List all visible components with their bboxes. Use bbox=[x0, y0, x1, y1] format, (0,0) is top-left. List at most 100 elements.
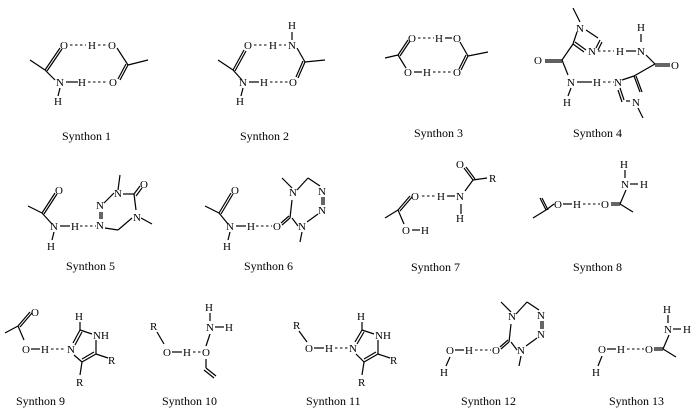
synthon-11-label: Synthon 11 bbox=[306, 394, 361, 408]
svg-text:O: O bbox=[554, 199, 562, 211]
svg-text:H: H bbox=[421, 225, 429, 237]
synthon-8-structure: O H O N H H bbox=[532, 159, 648, 219]
svg-text:H: H bbox=[593, 77, 601, 89]
svg-text:O: O bbox=[22, 344, 30, 356]
svg-text:O: O bbox=[273, 221, 281, 233]
svg-text:O: O bbox=[108, 40, 116, 52]
synthon-4-structure: N N O N H H H N H O N bbox=[534, 7, 679, 119]
synthon-9-structure: O O H N H NH R R bbox=[4, 307, 116, 389]
synthon-4-label: Synthon 4 bbox=[573, 126, 622, 140]
svg-text:R: R bbox=[150, 321, 158, 333]
synthon-7-label: Synthon 7 bbox=[411, 260, 460, 274]
svg-text:O: O bbox=[402, 225, 410, 237]
svg-text:H: H bbox=[183, 347, 191, 359]
svg-text:N: N bbox=[298, 221, 306, 233]
svg-text:H: H bbox=[563, 97, 571, 109]
svg-text:N: N bbox=[349, 343, 357, 355]
svg-text:H: H bbox=[88, 40, 96, 52]
svg-text:N: N bbox=[318, 205, 326, 217]
svg-text:O: O bbox=[453, 33, 461, 45]
synthon-8-label: Synthon 8 bbox=[573, 260, 622, 274]
svg-text:H: H bbox=[260, 77, 268, 89]
svg-text:H: H bbox=[620, 159, 628, 171]
svg-text:H: H bbox=[236, 96, 244, 108]
svg-text:O: O bbox=[671, 60, 679, 72]
svg-text:H: H bbox=[573, 199, 581, 211]
svg-text:N: N bbox=[537, 310, 545, 322]
svg-text:H: H bbox=[247, 221, 255, 233]
svg-text:O: O bbox=[55, 185, 63, 197]
svg-text:H: H bbox=[205, 302, 213, 314]
svg-text:N: N bbox=[96, 200, 104, 212]
svg-text:H: H bbox=[637, 22, 645, 34]
svg-text:O: O bbox=[411, 191, 419, 203]
svg-text:O: O bbox=[60, 40, 68, 52]
svg-text:O: O bbox=[456, 159, 464, 171]
synthon-5-label: Synthon 5 bbox=[66, 259, 115, 273]
svg-text:O: O bbox=[404, 67, 412, 79]
svg-text:H: H bbox=[423, 67, 431, 79]
synthon-10-label: Synthon 10 bbox=[162, 394, 217, 408]
svg-text:O: O bbox=[492, 345, 500, 357]
synthon-10-structure: R O H O N H H bbox=[150, 302, 233, 379]
synthon-1-label: Synthon 1 bbox=[62, 129, 111, 143]
svg-text:H: H bbox=[325, 343, 333, 355]
synthon-1-structure: O H O N H H O bbox=[29, 40, 149, 108]
svg-text:O: O bbox=[231, 185, 239, 197]
svg-text:H: H bbox=[54, 96, 62, 108]
synthon-7-structure: O O H H N H O R bbox=[384, 159, 497, 237]
svg-text:O: O bbox=[534, 55, 542, 67]
synthon-9-label: Synthon 9 bbox=[16, 394, 65, 408]
svg-text:O: O bbox=[163, 347, 171, 359]
svg-text:H: H bbox=[71, 221, 79, 233]
svg-text:N: N bbox=[456, 191, 464, 203]
svg-text:O: O bbox=[598, 344, 606, 356]
svg-text:H: H bbox=[456, 213, 464, 225]
svg-text:R: R bbox=[358, 377, 366, 389]
svg-text:H: H bbox=[47, 241, 55, 253]
svg-text:N: N bbox=[517, 345, 525, 357]
svg-text:O: O bbox=[601, 199, 609, 211]
svg-text:R: R bbox=[293, 320, 301, 332]
svg-text:O: O bbox=[408, 33, 416, 45]
synthon-11-structure: R O H N H NH R R bbox=[293, 311, 398, 389]
svg-text:N: N bbox=[588, 46, 596, 58]
svg-text:N: N bbox=[508, 311, 516, 323]
svg-text:H: H bbox=[357, 311, 365, 323]
svg-text:H: H bbox=[75, 311, 83, 323]
svg-text:N: N bbox=[614, 77, 622, 89]
svg-text:NH: NH bbox=[375, 330, 391, 342]
svg-text:O: O bbox=[140, 179, 148, 191]
svg-text:H: H bbox=[78, 77, 86, 89]
svg-text:O: O bbox=[202, 347, 210, 359]
svg-text:R: R bbox=[489, 173, 497, 185]
svg-text:O: O bbox=[244, 40, 252, 52]
svg-text:N: N bbox=[567, 77, 575, 89]
svg-text:N: N bbox=[632, 97, 640, 109]
synthon-2-structure: O H N H N H H O bbox=[217, 20, 326, 108]
svg-text:N: N bbox=[318, 186, 326, 198]
svg-text:H: H bbox=[440, 367, 448, 379]
svg-text:R: R bbox=[76, 377, 84, 389]
svg-text:N: N bbox=[96, 220, 104, 232]
synthon-6-structure: O N H H O N N N N bbox=[204, 177, 326, 253]
svg-text:N: N bbox=[289, 187, 297, 199]
svg-text:N: N bbox=[576, 23, 584, 35]
svg-text:R: R bbox=[108, 355, 116, 367]
svg-text:H: H bbox=[435, 33, 443, 45]
svg-text:H: H bbox=[663, 304, 671, 316]
svg-text:O: O bbox=[645, 344, 653, 356]
synthon-13-structure: O H H O N H H bbox=[592, 304, 691, 379]
svg-text:H: H bbox=[617, 344, 625, 356]
svg-text:N: N bbox=[226, 221, 234, 233]
svg-text:N: N bbox=[537, 329, 545, 341]
svg-text:O: O bbox=[289, 77, 297, 89]
svg-text:N: N bbox=[621, 179, 629, 191]
synthon-6-label: Synthon 6 bbox=[244, 259, 293, 273]
svg-text:H: H bbox=[269, 40, 277, 52]
synthon-12-structure: O H H O N N N N bbox=[440, 301, 545, 379]
svg-text:O: O bbox=[31, 307, 39, 319]
svg-text:N: N bbox=[637, 46, 645, 58]
synthon-12-label: Synthon 12 bbox=[461, 394, 516, 408]
